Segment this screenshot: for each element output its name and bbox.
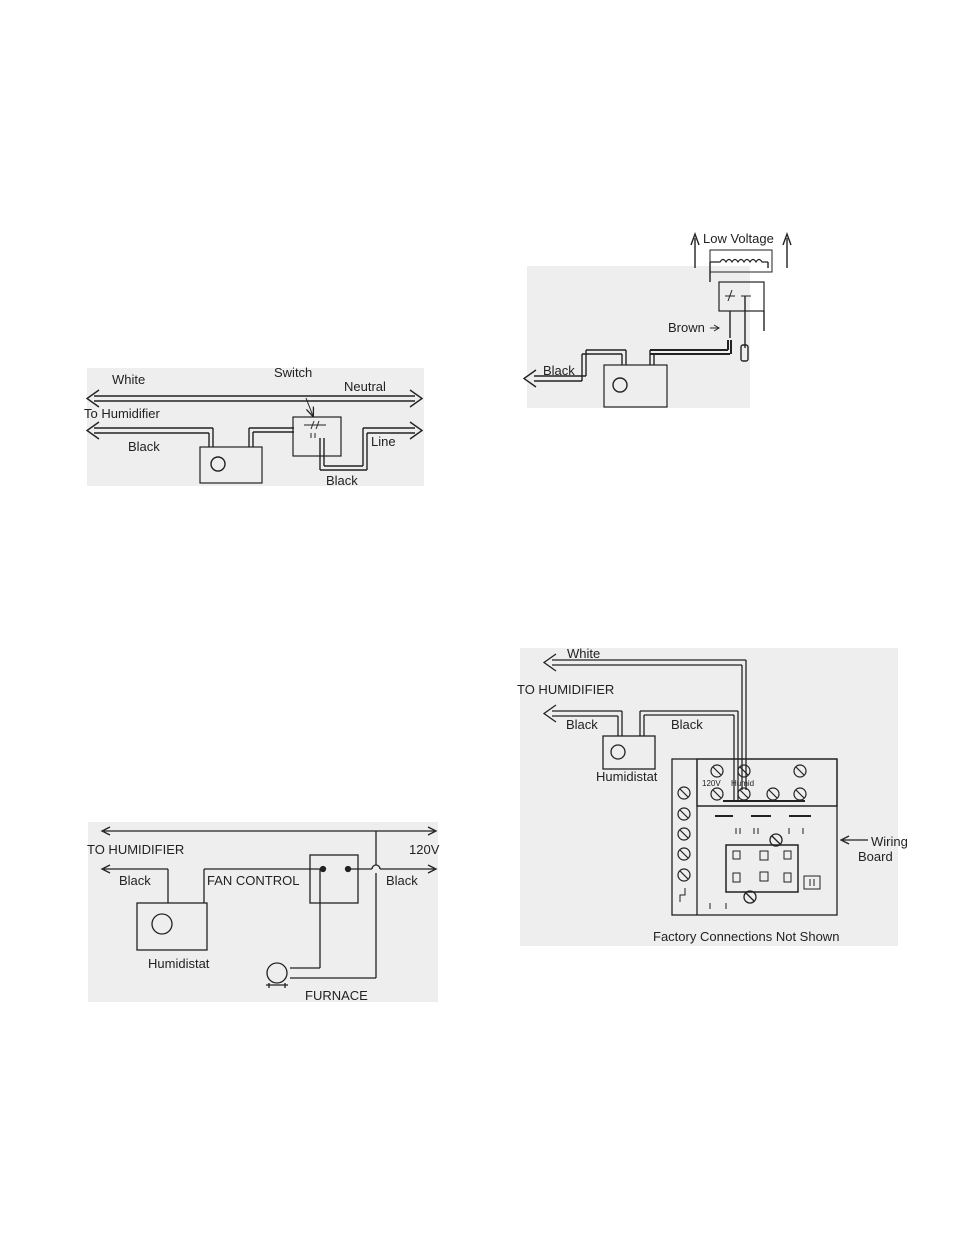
- diagram-d-labels: White TO HUMIDIFIER Black Black Humidist…: [517, 646, 908, 944]
- label-black: Black: [543, 363, 575, 378]
- label-black-left: Black: [119, 873, 151, 888]
- label-board: Board: [858, 849, 893, 864]
- label-black-left: Black: [566, 717, 598, 732]
- label-to-humidifier: TO HUMIDIFIER: [87, 842, 184, 857]
- label-to-humidifier: To Humidifier: [84, 406, 161, 421]
- label-brown: Brown: [668, 320, 705, 335]
- label-black-right: Black: [386, 873, 418, 888]
- label-line: Line: [371, 434, 396, 449]
- label-black-bottom: Black: [326, 473, 358, 488]
- label-black-right: Black: [671, 717, 703, 732]
- label-low-voltage: Low Voltage: [703, 231, 774, 246]
- label-black-left: Black: [128, 439, 160, 454]
- label-white: White: [112, 372, 145, 387]
- label-furnace: FURNACE: [305, 988, 368, 1003]
- diagram-b: [524, 234, 791, 407]
- label-terminal-120v: 120V: [702, 779, 721, 788]
- label-humidistat: Humidistat: [148, 956, 210, 971]
- label-footnote: Factory Connections Not Shown: [653, 929, 839, 944]
- label-fan-control: FAN CONTROL: [207, 873, 299, 888]
- diagram-c-labels: TO HUMIDIFIER 120V Black FAN CONTROL Bla…: [87, 842, 440, 1003]
- label-wiring: Wiring: [871, 834, 908, 849]
- label-white: White: [567, 646, 600, 661]
- label-neutral: Neutral: [344, 379, 386, 394]
- label-terminal-humid: Humid: [731, 779, 754, 788]
- label-120v: 120V: [409, 842, 440, 857]
- label-to-humidifier: TO HUMIDIFIER: [517, 682, 614, 697]
- label-switch: Switch: [274, 365, 312, 380]
- label-humidistat: Humidistat: [596, 769, 658, 784]
- diagram-b-labels: Low Voltage Brown Black: [543, 231, 774, 378]
